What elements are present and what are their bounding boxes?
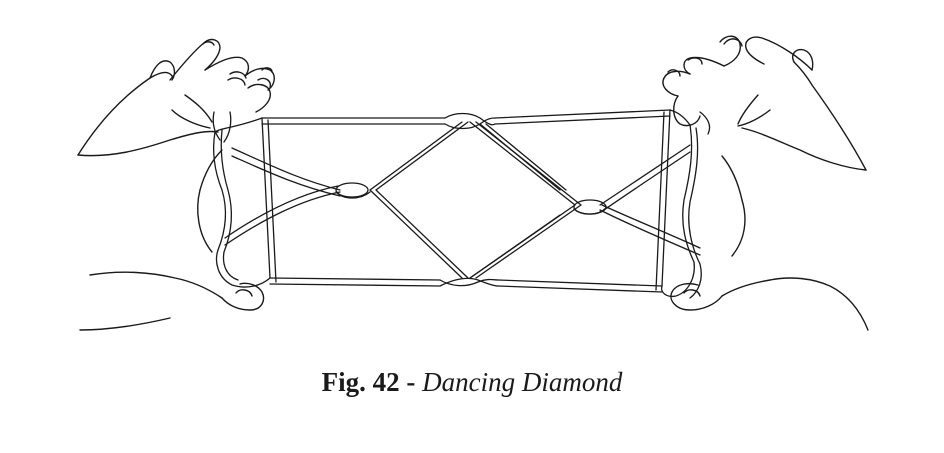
string-figure <box>212 109 711 299</box>
left-hand <box>77 38 275 331</box>
figure-label: Fig. 42 - <box>321 367 416 397</box>
figure-title: Dancing Diamond <box>422 367 623 397</box>
string-figure-illustration <box>77 35 869 331</box>
figure-caption: Fig. 42 - Dancing Diamond <box>0 360 944 404</box>
right-hand <box>662 35 869 331</box>
